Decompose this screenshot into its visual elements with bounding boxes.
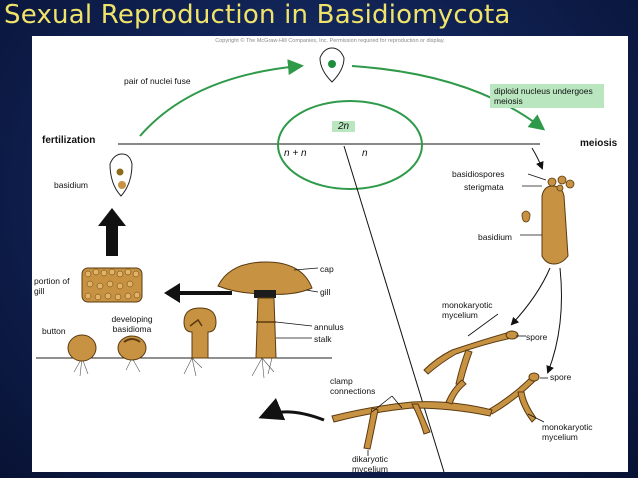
life-cycle-diagram: [36, 47, 575, 472]
basidium-right-label: basidium: [478, 232, 513, 242]
basidium-left-label: basidium: [54, 180, 89, 190]
roots: [73, 357, 275, 379]
ploidy-2n-label: 2n: [332, 121, 356, 132]
stalk-label: stalk: [314, 334, 332, 344]
dikaryotic-mycelium-label: dikaryotic mycelium: [352, 454, 388, 472]
monokaryotic-mycelium-bottom-label: monokaryotic mycelium: [542, 422, 593, 442]
diagram-panel: Copyright © The McGraw-Hill Companies, I…: [32, 36, 628, 472]
gill-arrow: [164, 283, 232, 303]
button-icon: [67, 334, 97, 362]
meiosis-arrow: [351, 65, 546, 131]
diploid-note: diploid nucleus undergoes meiosis: [490, 84, 604, 108]
gill-label: gill: [320, 287, 331, 297]
return-arrow: [258, 398, 325, 422]
slide-title: Sexual Reproduction in Basidiomycota: [4, 0, 511, 30]
monokaryotic-hypha-lower: [487, 372, 540, 423]
diploid-basidium-icon: [319, 47, 345, 83]
monokaryotic-hypha-upper: [423, 330, 519, 386]
ploidy-nn-label: n + n: [284, 148, 307, 159]
monokaryotic-mycelium-top-label: monokaryotic mycelium: [442, 300, 493, 320]
diagonal-line: [343, 145, 445, 472]
basidiospores-label: basidiospores: [452, 169, 505, 179]
mushroom-icon: [217, 261, 313, 359]
spore-label-1: spore: [526, 332, 548, 342]
fusion-arrow: [139, 59, 304, 137]
annulus-label: annulus: [314, 322, 344, 332]
cap-label: cap: [320, 264, 334, 274]
gill-portion-icon: [81, 267, 143, 303]
button-label: button: [42, 326, 66, 336]
basidium-right-icon: [521, 175, 575, 265]
pair-nuclei-label: pair of nuclei fuse: [124, 76, 191, 86]
meiosis-label: meiosis: [580, 138, 618, 149]
fertilization-label: fertilization: [42, 135, 96, 146]
portion-of-gill-label: portion of gill: [34, 276, 70, 296]
dikaryotic-mycelium: [331, 379, 493, 450]
sterigmata-label: sterigmata: [464, 182, 504, 192]
developing-basidioma-tall-icon: [183, 307, 217, 359]
basidium-left-icon: [109, 153, 133, 197]
mushroom-leaders: [275, 267, 319, 339]
up-arrow: [98, 208, 126, 256]
spore-label-2: spore: [550, 372, 572, 382]
developing-basidioma-small-icon: [117, 335, 147, 361]
developing-basidioma-label: developing basidioma: [111, 314, 153, 334]
clamp-connections-label: clamp connections: [330, 376, 376, 396]
ploidy-ellipse: [277, 100, 423, 190]
copyright-notice: Copyright © The McGraw-Hill Companies, I…: [215, 38, 445, 44]
ploidy-n-label: n: [362, 148, 368, 159]
